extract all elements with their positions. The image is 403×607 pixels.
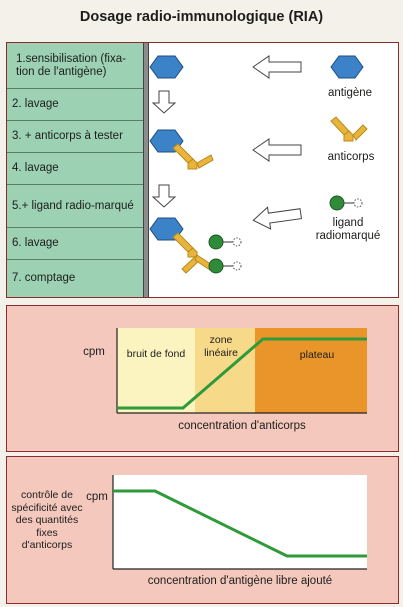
antibody-curve-panel: cpm bruit de fond zone linéaire plateau … — [6, 305, 399, 452]
antibody-legend-icon — [330, 116, 368, 142]
antibody-icon — [172, 143, 214, 170]
ligand-icon — [208, 234, 224, 250]
arrow-left-icon — [252, 138, 302, 162]
antigen-curve-panel: contrôle de spécificité avec des quantit… — [6, 456, 399, 604]
zone-noise-label: bruit de fond — [126, 348, 186, 360]
zone-plateau — [255, 328, 367, 413]
ligand-legend-icon — [329, 195, 345, 211]
arrow-left-icon — [252, 55, 302, 79]
zone-noise — [117, 328, 195, 413]
curve-line — [117, 337, 367, 410]
steps-illustration — [149, 55, 368, 274]
ligand-label: ligand radiomarqué — [315, 217, 381, 242]
antibody-icon — [172, 232, 213, 274]
antigen-icon — [149, 55, 184, 79]
arrow-down-icon — [151, 184, 177, 208]
arrow-down-icon — [151, 90, 177, 114]
antigen-label: antigène — [327, 87, 373, 99]
y-axis-label: cpm — [86, 491, 108, 503]
step-2: 2. lavage — [7, 89, 143, 121]
step-5: 5.+ ligand radio-marqué — [7, 185, 143, 228]
antibody-label: anticorps — [327, 151, 375, 163]
ligand-icon — [208, 258, 224, 274]
page-title: Dosage radio-immunologique (RIA) — [79, 9, 324, 25]
zone-plateau-label: plateau — [299, 349, 335, 361]
step-4: 4. lavage — [7, 153, 143, 185]
step-3: 3. + anticorps à tester — [7, 121, 143, 153]
step-1: 1.sensibilisation (fixa- tion de l'antig… — [7, 43, 143, 89]
antigen-legend-icon — [330, 55, 364, 79]
y-axis-label: cpm — [83, 346, 105, 358]
steps-diagram: 1.sensibilisation (fixa- tion de l'antig… — [6, 42, 399, 298]
step-7: 7. comptage — [12, 272, 76, 284]
arrow-left-icon — [252, 206, 303, 230]
curve-line — [113, 489, 367, 558]
zone-linear-label: zone linéaire — [204, 334, 238, 359]
specificity-label: contrôle de spécificité avec des quantit… — [11, 489, 83, 551]
antigen-curve-chart — [112, 475, 367, 570]
x-axis-label: concentration d'anticorps — [178, 420, 306, 432]
antigen-icon — [149, 217, 184, 241]
steps-column: 1.sensibilisation (fixa- tion de l'antig… — [7, 43, 143, 297]
antibody-curve-chart — [116, 328, 367, 414]
solid-phase-wall — [143, 43, 149, 297]
x-axis-label: concentration d'antigène libre ajouté — [147, 575, 333, 587]
step-6: 6. lavage — [7, 228, 143, 260]
